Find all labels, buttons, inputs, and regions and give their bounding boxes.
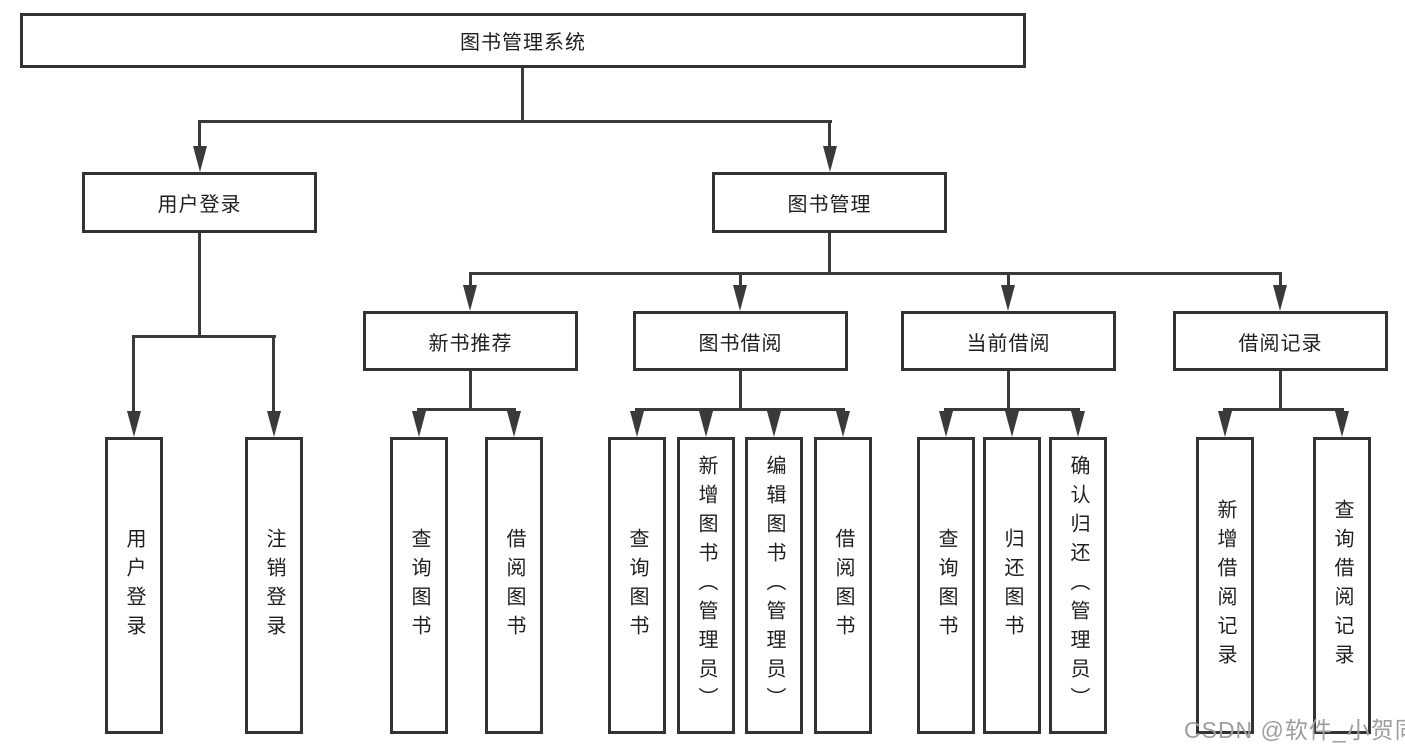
leaf-label: 注销登录 (263, 527, 285, 644)
leaf-label: 编辑图书（管理员） (763, 455, 785, 716)
connector-manage-vline (828, 233, 831, 275)
node-book-borrow: 图书借阅 (633, 311, 848, 371)
arrowhead-icon (1218, 411, 1232, 437)
arrowhead-icon (1071, 411, 1085, 437)
connector-current-stem (1007, 272, 1010, 288)
node-leaf-edit-books-admin: 编辑图书（管理员） (745, 437, 803, 734)
connector-record-hline (1223, 408, 1344, 411)
node-new-book-recommend-label: 新书推荐 (428, 332, 513, 355)
node-leaf-query-borrow-record: 查询借阅记录 (1313, 437, 1371, 734)
arrowhead-icon (127, 411, 141, 437)
node-leaf-recommend-query-books: 查询图书 (390, 437, 448, 734)
node-leaf-return-books: 归还图书 (983, 437, 1041, 734)
node-book-manage: 图书管理 (712, 172, 947, 233)
connector-login-child0-stem (132, 335, 135, 413)
arrowhead-icon (1005, 411, 1019, 437)
node-book-borrow-label: 图书借阅 (698, 332, 783, 355)
node-leaf-borrow-query-books: 查询图书 (608, 437, 666, 734)
node-leaf-add-books-admin: 新增图书（管理员） (677, 437, 735, 734)
node-leaf-confirm-return-admin: 确认归还（管理员） (1049, 437, 1107, 734)
csdn-watermark: CSDN @软件_小贺同学 (1184, 717, 1405, 743)
node-leaf-borrow-books: 借阅图书 (814, 437, 872, 734)
arrowhead-icon (412, 411, 426, 437)
leaf-label: 新增图书（管理员） (695, 455, 717, 716)
leaf-label: 查询图书 (408, 527, 430, 644)
connector-recommend-hline (417, 408, 516, 411)
leaf-label: 借阅图书 (503, 527, 525, 644)
node-root-system: 图书管理系统 (20, 13, 1026, 68)
arrowhead-icon (1335, 411, 1349, 437)
connector-borrow-stem (739, 272, 742, 288)
node-borrow-record: 借阅记录 (1173, 311, 1388, 371)
leaf-label: 查询图书 (935, 527, 957, 644)
node-current-borrow-label: 当前借阅 (966, 332, 1051, 355)
arrowhead-icon (1273, 285, 1287, 311)
node-leaf-user-login: 用户登录 (105, 437, 163, 734)
connector-record-vline (1279, 371, 1282, 411)
leaf-label: 确认归还（管理员） (1067, 455, 1089, 716)
connector-manage-hline (469, 272, 1282, 275)
connector-login-hline (132, 335, 276, 338)
leaf-label: 借阅图书 (832, 527, 854, 644)
connector-borrow-hline (635, 408, 845, 411)
connector-manage-stem (828, 120, 831, 148)
connector-login-vline (198, 233, 201, 337)
connector-current-vline (1007, 371, 1010, 411)
arrowhead-icon (836, 411, 850, 437)
node-current-borrow: 当前借阅 (901, 311, 1116, 371)
node-root-label: 图书管理系统 (460, 32, 586, 54)
connector-recommend-vline (469, 371, 472, 411)
arrowhead-icon (507, 411, 521, 437)
leaf-label: 查询图书 (626, 527, 648, 644)
leaf-label: 归还图书 (1001, 527, 1023, 644)
leaf-label: 新增借阅记录 (1214, 498, 1236, 673)
node-user-login: 用户登录 (82, 172, 317, 233)
arrowhead-icon (767, 411, 781, 437)
arrowhead-icon (630, 411, 644, 437)
arrowhead-icon (939, 411, 953, 437)
connector-root-hline (199, 120, 832, 123)
node-user-login-label: 用户登录 (157, 194, 242, 216)
leaf-label: 用户登录 (123, 527, 145, 644)
node-leaf-logout: 注销登录 (245, 437, 303, 734)
arrowhead-icon (267, 411, 281, 437)
connector-root-vline (521, 68, 524, 122)
node-book-manage-label: 图书管理 (787, 194, 872, 216)
arrowhead-icon (193, 146, 207, 172)
node-leaf-current-query-books: 查询图书 (917, 437, 975, 734)
node-borrow-record-label: 借阅记录 (1238, 332, 1323, 355)
connector-borrow-vline (739, 371, 742, 411)
connector-login-stem (198, 120, 201, 148)
leaf-label: 查询借阅记录 (1331, 498, 1353, 673)
arrowhead-icon (699, 411, 713, 437)
arrowhead-icon (463, 285, 477, 311)
connector-record-stem (1279, 272, 1282, 288)
node-leaf-add-borrow-record: 新增借阅记录 (1196, 437, 1254, 734)
node-new-book-recommend: 新书推荐 (363, 311, 578, 371)
node-leaf-recommend-borrow-books: 借阅图书 (485, 437, 543, 734)
arrowhead-icon (823, 146, 837, 172)
arrowhead-icon (733, 285, 747, 311)
connector-recommend-stem (469, 272, 472, 288)
connector-login-child1-stem (272, 335, 275, 413)
arrowhead-icon (1001, 285, 1015, 311)
